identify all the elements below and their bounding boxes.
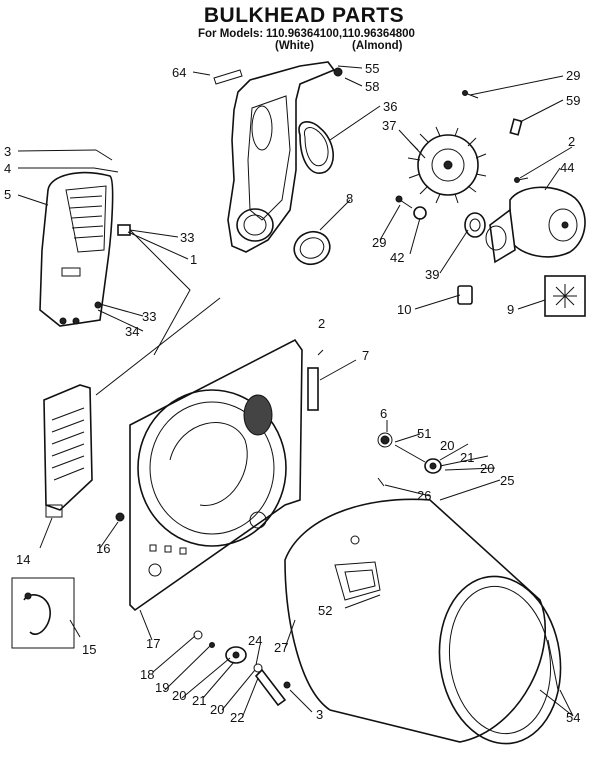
- callout-26: 26: [417, 488, 431, 503]
- callout-51: 51: [417, 426, 431, 441]
- callout-29-top: 29: [566, 68, 580, 83]
- leader-lines: [17, 65, 574, 719]
- callout-27: 27: [274, 640, 288, 655]
- page-title: BULKHEAD PARTS: [203, 4, 405, 27]
- callout-34: 34: [125, 324, 139, 339]
- callout-8: 8: [346, 191, 353, 206]
- callout-29-mid: 29: [372, 235, 386, 250]
- bearing-parts-drawing: [377, 432, 442, 487]
- heater-assembly-drawing: [43, 384, 93, 518]
- callout-16: 16: [96, 541, 110, 556]
- callout-18: 18: [140, 667, 154, 682]
- callout-labels: 64 55 58 36 37 29 59 2 44 3 4 5 33 1 8 2…: [4, 61, 580, 725]
- callout-44: 44: [560, 160, 574, 175]
- callout-3-bottom: 3: [316, 707, 323, 722]
- callout-39: 39: [425, 267, 439, 282]
- callout-33-lower: 33: [142, 309, 156, 324]
- callout-36: 36: [383, 99, 397, 114]
- callout-17: 17: [146, 636, 160, 651]
- callout-20-b: 20: [480, 461, 494, 476]
- callout-4: 4: [4, 161, 11, 176]
- callout-59: 59: [566, 93, 580, 108]
- blower-wheel-drawing: [407, 126, 487, 204]
- duct-housing-drawing: [213, 61, 343, 253]
- callout-52: 52: [318, 603, 332, 618]
- front-bulkhead-drawing: [115, 338, 319, 612]
- wire-harness-drawing: [11, 577, 75, 649]
- callout-55: 55: [365, 61, 379, 76]
- blower-housing-drawing: [485, 186, 586, 264]
- model-white: 110.96364100,: [266, 28, 343, 40]
- models-prefix: For Models:: [198, 28, 264, 40]
- callout-33-upper: 33: [180, 230, 194, 245]
- callout-2-mid: 2: [318, 316, 325, 331]
- callout-22: 22: [230, 710, 244, 725]
- callout-54: 54: [566, 710, 580, 725]
- callout-20-d: 20: [210, 702, 224, 717]
- callout-1: 1: [190, 252, 197, 267]
- callout-42: 42: [390, 250, 404, 265]
- callout-7: 7: [362, 348, 369, 363]
- color-almond: (Almond): [352, 40, 403, 52]
- callout-58: 58: [365, 79, 379, 94]
- callout-3-left: 3: [4, 144, 11, 159]
- lint-filter-drawing: [39, 149, 131, 327]
- model-almond: 110.96364800: [342, 28, 415, 40]
- callout-15: 15: [82, 642, 96, 657]
- callout-2-top: 2: [568, 134, 575, 149]
- callout-10: 10: [397, 302, 411, 317]
- color-white: (White): [275, 40, 314, 52]
- callout-5: 5: [4, 187, 11, 202]
- drum-drawing: [284, 498, 562, 745]
- callout-21-a: 21: [460, 450, 474, 465]
- ring-seals-drawing: [293, 121, 334, 266]
- callout-24: 24: [248, 633, 262, 648]
- callout-6: 6: [380, 406, 387, 421]
- callout-21-b: 21: [192, 693, 206, 708]
- callout-37: 37: [382, 118, 396, 133]
- callout-14: 14: [16, 552, 30, 567]
- callout-19: 19: [155, 680, 169, 695]
- roller-parts-drawing: [193, 630, 291, 707]
- callout-20-c: 20: [172, 688, 186, 703]
- small-parts-upper-drawing: [395, 90, 586, 317]
- callout-64: 64: [172, 65, 186, 80]
- callout-9: 9: [507, 302, 514, 317]
- callout-25: 25: [500, 473, 514, 488]
- callout-20-a: 20: [440, 438, 454, 453]
